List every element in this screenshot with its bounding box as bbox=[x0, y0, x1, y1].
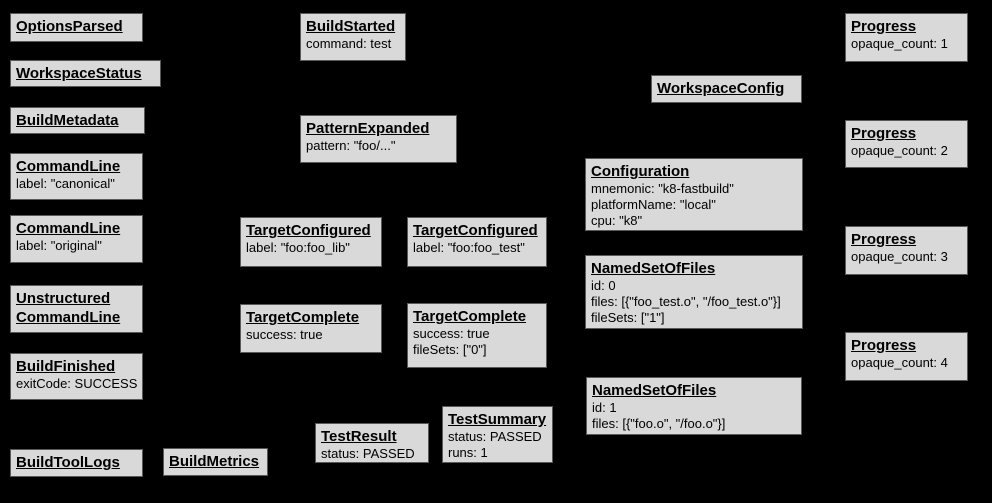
event-title: CommandLine bbox=[16, 309, 121, 326]
event-title: OptionsParsed bbox=[16, 18, 123, 35]
event-box-options-parsed: OptionsParsed bbox=[10, 13, 143, 42]
event-box-target-complete-lib: TargetComplete success: true bbox=[240, 304, 382, 353]
event-detail: success: true bbox=[413, 326, 490, 341]
event-box-target-configured-lib: TargetConfigured label: "foo:foo_lib" bbox=[240, 217, 382, 267]
event-box-test-summary: TestSummary status: PASSED runs: 1 bbox=[442, 406, 553, 463]
event-box-named-set-of-files-1: NamedSetOfFiles id: 1 files: [{"foo.o", … bbox=[586, 377, 802, 435]
event-detail: opaque_count: 1 bbox=[851, 36, 948, 51]
event-box-configuration: Configuration mnemonic: "k8-fastbuild" p… bbox=[585, 158, 803, 231]
event-title: CommandLine bbox=[16, 220, 121, 237]
event-box-test-result: TestResult status: PASSED bbox=[315, 423, 429, 463]
event-box-progress-1: Progress opaque_count: 1 bbox=[845, 13, 968, 62]
event-detail: label: "foo:foo_lib" bbox=[246, 240, 350, 255]
event-detail: platformName: "local" bbox=[591, 197, 716, 212]
event-title: Configuration bbox=[591, 163, 690, 180]
event-title: WorkspaceConfig bbox=[657, 80, 785, 97]
event-title: TestResult bbox=[321, 428, 397, 445]
event-box-workspace-config: WorkspaceConfig bbox=[651, 75, 802, 103]
event-title: BuildFinished bbox=[16, 358, 116, 375]
event-title: Unstructured bbox=[16, 290, 111, 307]
event-title: Progress bbox=[851, 125, 917, 142]
event-detail: exitCode: SUCCESS bbox=[16, 376, 138, 391]
event-title: TestSummary bbox=[448, 411, 547, 428]
event-box-unstructured-command-line: Unstructured CommandLine bbox=[10, 285, 143, 333]
event-detail: id: 0 bbox=[591, 278, 616, 293]
event-title: BuildStarted bbox=[306, 18, 396, 35]
event-title: TargetConfigured bbox=[246, 222, 371, 239]
event-title: BuildMetrics bbox=[169, 453, 260, 470]
event-box-build-metrics: BuildMetrics bbox=[163, 448, 268, 476]
event-detail: label: "foo:foo_test" bbox=[413, 240, 525, 255]
event-title: TargetComplete bbox=[413, 308, 527, 325]
event-box-workspace-status: WorkspaceStatus bbox=[10, 60, 161, 87]
event-box-pattern-expanded: PatternExpanded pattern: "foo/..." bbox=[300, 115, 457, 163]
event-box-build-started: BuildStarted command: test bbox=[300, 13, 406, 61]
event-box-build-tool-logs: BuildToolLogs bbox=[10, 449, 143, 477]
event-detail: pattern: "foo/..." bbox=[306, 138, 396, 153]
event-title: BuildToolLogs bbox=[16, 454, 120, 471]
event-title: Progress bbox=[851, 231, 917, 248]
event-detail: label: "original" bbox=[16, 238, 102, 253]
event-title: NamedSetOfFiles bbox=[591, 260, 716, 277]
event-title: WorkspaceStatus bbox=[16, 65, 142, 82]
event-detail: files: [{"foo_test.o", "/foo_test.o"}] bbox=[591, 294, 781, 309]
event-title: TargetComplete bbox=[246, 309, 360, 326]
event-detail: files: [{"foo.o", "/foo.o"}] bbox=[592, 416, 726, 431]
event-box-progress-3: Progress opaque_count: 3 bbox=[845, 226, 968, 275]
event-title: NamedSetOfFiles bbox=[592, 382, 717, 399]
event-box-command-line-original: CommandLine label: "original" bbox=[10, 215, 143, 263]
event-box-progress-2: Progress opaque_count: 2 bbox=[845, 120, 968, 168]
event-title: Progress bbox=[851, 337, 917, 354]
event-detail: label: "canonical" bbox=[16, 176, 115, 191]
event-detail: success: true bbox=[246, 327, 323, 342]
event-detail: fileSets: ["1"] bbox=[591, 310, 665, 325]
event-detail: opaque_count: 2 bbox=[851, 143, 948, 158]
event-detail: status: PASSED bbox=[448, 429, 542, 444]
event-title: CommandLine bbox=[16, 158, 121, 175]
event-box-target-complete-test: TargetComplete success: true fileSets: [… bbox=[407, 303, 547, 368]
event-detail: cpu: "k8" bbox=[591, 213, 643, 228]
event-detail: command: test bbox=[306, 36, 392, 51]
event-box-command-line-canonical: CommandLine label: "canonical" bbox=[10, 153, 143, 200]
event-box-named-set-of-files-0: NamedSetOfFiles id: 0 files: [{"foo_test… bbox=[585, 255, 803, 329]
event-detail: status: PASSED bbox=[321, 446, 415, 461]
event-detail: mnemonic: "k8-fastbuild" bbox=[591, 181, 734, 196]
event-title: TargetConfigured bbox=[413, 222, 538, 239]
event-detail: fileSets: ["0"] bbox=[413, 342, 487, 357]
event-box-build-finished: BuildFinished exitCode: SUCCESS bbox=[10, 353, 143, 400]
event-detail: opaque_count: 4 bbox=[851, 355, 948, 370]
event-title: Progress bbox=[851, 18, 917, 35]
event-box-target-configured-test: TargetConfigured label: "foo:foo_test" bbox=[407, 217, 547, 267]
event-detail: runs: 1 bbox=[448, 445, 488, 460]
event-detail: opaque_count: 3 bbox=[851, 249, 948, 264]
event-title: PatternExpanded bbox=[306, 120, 430, 137]
event-box-build-metadata: BuildMetadata bbox=[10, 107, 145, 134]
event-detail: id: 1 bbox=[592, 400, 617, 415]
event-title: BuildMetadata bbox=[16, 112, 119, 129]
event-box-progress-4: Progress opaque_count: 4 bbox=[845, 332, 968, 381]
